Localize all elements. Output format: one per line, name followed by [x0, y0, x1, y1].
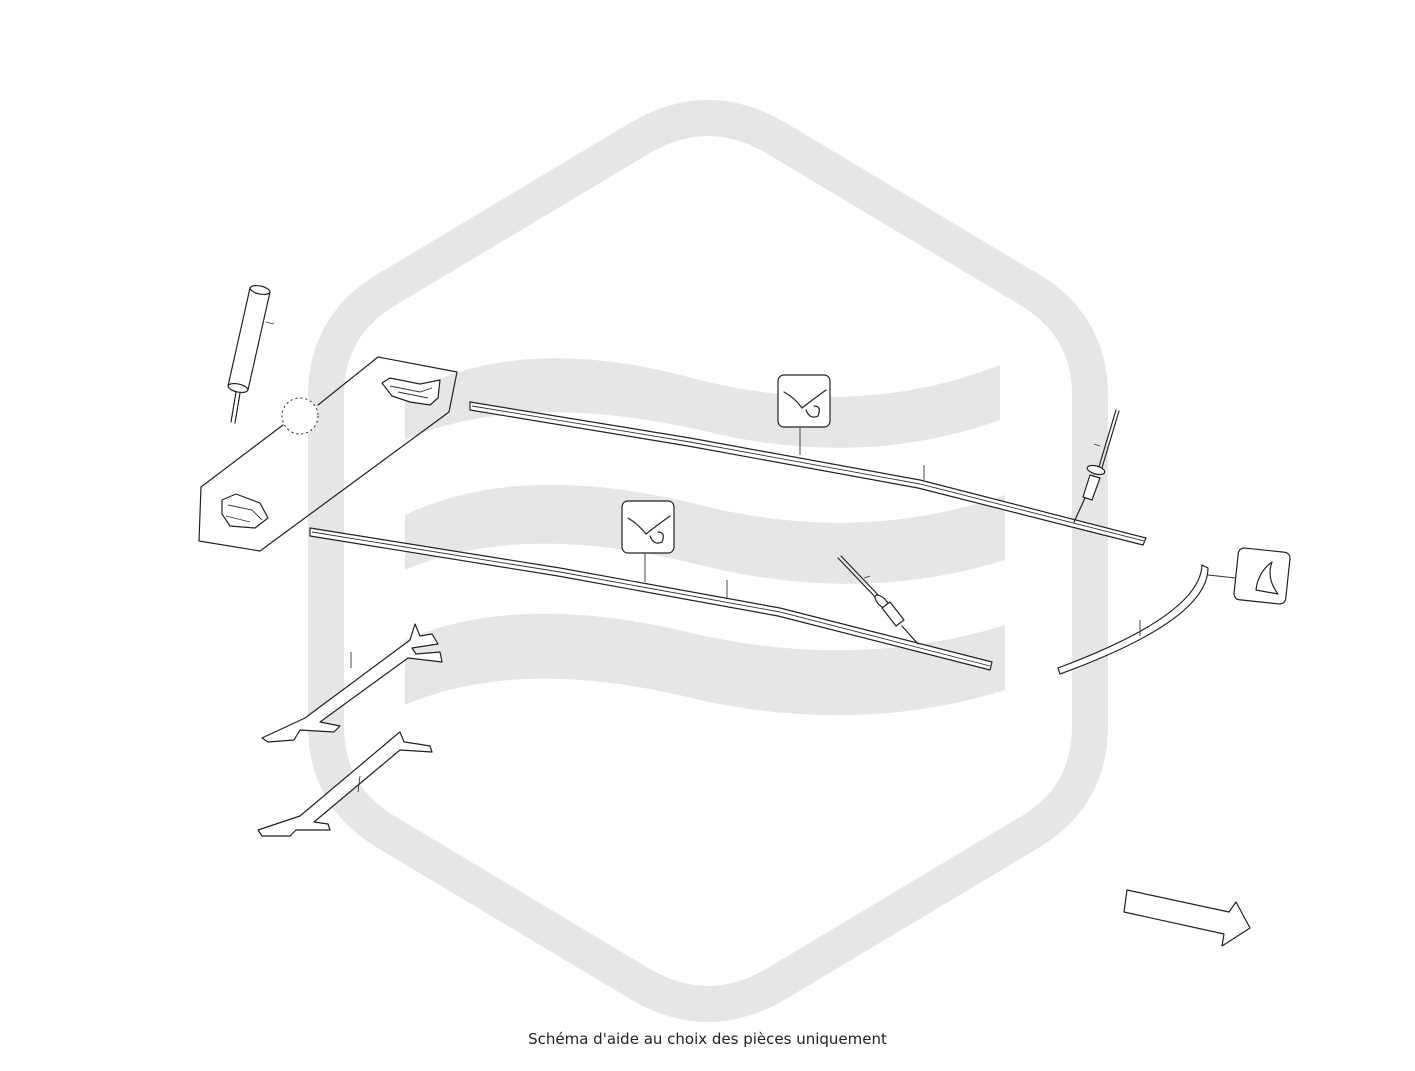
clip-bottom-icon: [221, 493, 269, 529]
corner-profile-callout: [1233, 547, 1291, 605]
lower-trim-strip[interactable]: [309, 527, 993, 671]
lower-rivet[interactable]: [837, 555, 919, 645]
sealant-tube[interactable]: [227, 284, 275, 424]
arrow-right-icon: [1123, 889, 1251, 947]
upper-bracket[interactable]: [261, 623, 443, 743]
clip-detail-group[interactable]: [198, 356, 458, 552]
upper-rivet[interactable]: [1073, 409, 1120, 523]
diagram-caption: Schéma d'aide au choix des pièces unique…: [528, 1030, 887, 1048]
watermark-logo: [308, 100, 1108, 1022]
lower-bracket[interactable]: [257, 731, 433, 837]
upper-trim-strip[interactable]: [469, 401, 1147, 546]
lower-profile-callout: [621, 500, 675, 554]
curved-corner-trim[interactable]: [1057, 564, 1237, 675]
clip-top-icon: [381, 377, 441, 406]
upper-profile-callout: [777, 374, 831, 428]
